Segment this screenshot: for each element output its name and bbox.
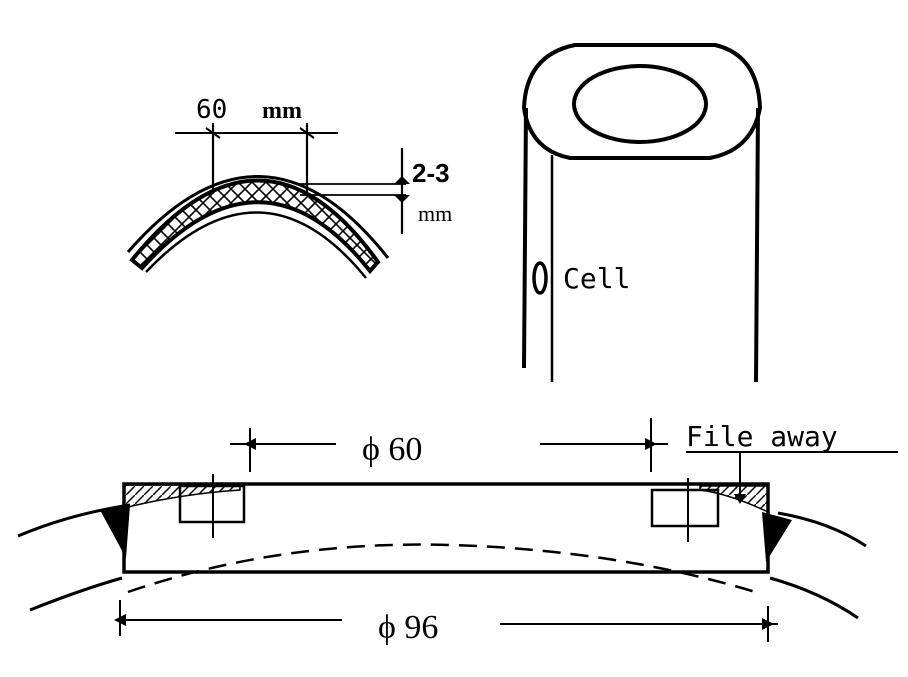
cell-label: Cell — [563, 262, 630, 295]
outer-diameter-label: ϕ 96 — [378, 609, 438, 646]
width-unit-label: mm — [262, 98, 302, 124]
thickness-value-label: 2-3 — [412, 158, 450, 188]
tube-bore — [572, 64, 708, 144]
arc-plate — [129, 178, 381, 275]
cell-marker — [532, 261, 548, 295]
width-value-label: 60 — [196, 95, 227, 125]
file-away-label: File away — [686, 420, 838, 453]
section-block — [122, 482, 770, 574]
inner-diameter-label: ϕ 60 — [362, 431, 422, 468]
cross-section-drawing: File away ϕ 60 ϕ 96 — [17, 418, 898, 646]
thickness-unit-label: mm — [418, 201, 452, 226]
tube-illustration: Cell — [521, 43, 763, 383]
arc-plate-detail: 60 mm 2-3 mm — [126, 95, 452, 279]
tube-top-rim — [521, 43, 763, 160]
